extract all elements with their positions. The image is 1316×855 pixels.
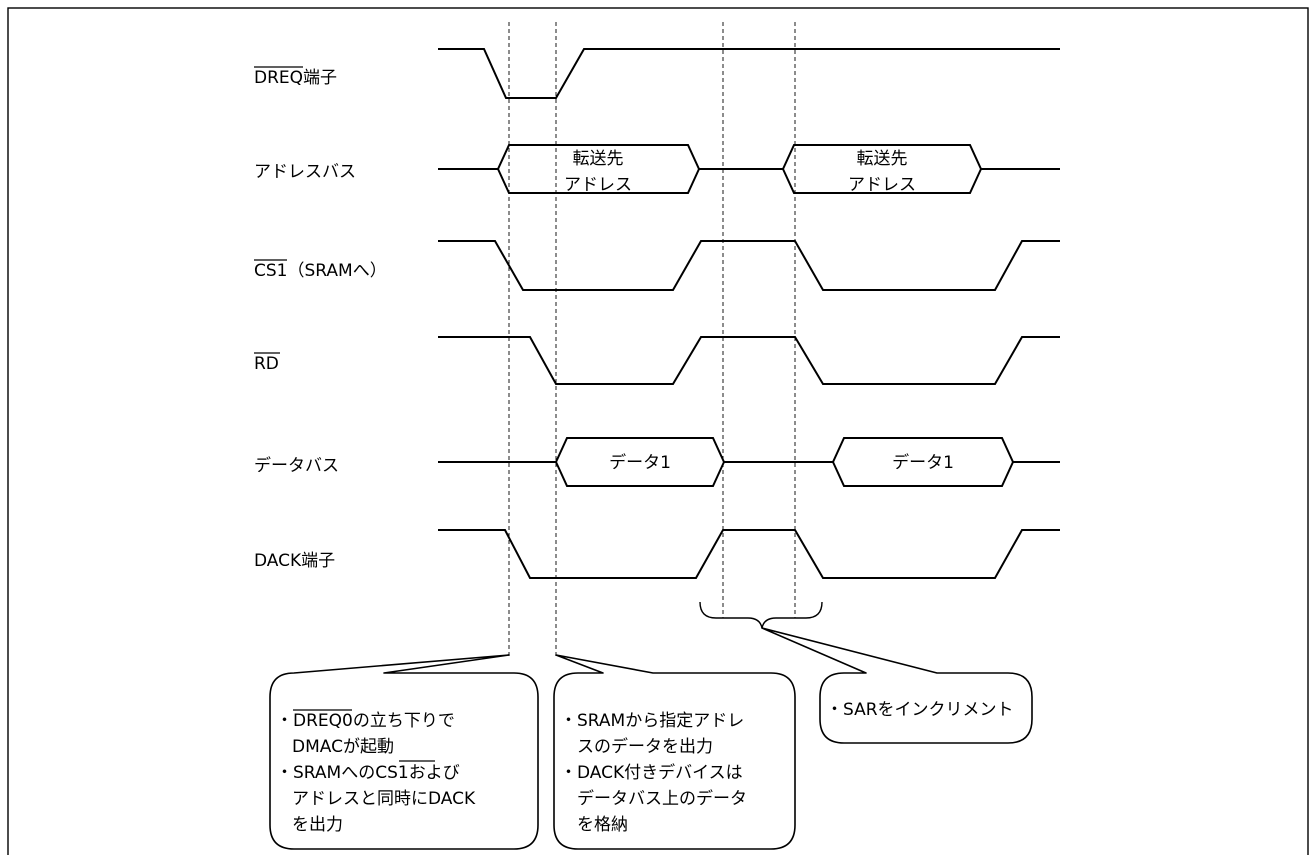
signal-row-cs1: CS1（SRAMへ） bbox=[254, 240, 1060, 291]
callout-sar-increment-shape bbox=[761, 627, 1033, 744]
callout-dmac-start-line3: ・SRAMへのCS1および bbox=[276, 763, 460, 783]
cs1-signal-name: CS1 bbox=[254, 261, 287, 281]
dreq-signal-name: DREQ bbox=[254, 68, 303, 88]
signal-label-data-bus: データバス bbox=[254, 455, 339, 476]
dack-waveform bbox=[438, 529, 1060, 579]
diagram-frame bbox=[7, 7, 1309, 855]
signal-label-dreq: DREQ端子 bbox=[254, 68, 337, 88]
signal-label-rd: RD bbox=[254, 354, 279, 374]
dreq-waveform bbox=[438, 48, 1060, 99]
callout-dmac-start-dreq0: DREQ0 bbox=[293, 711, 353, 731]
address-value-1-line1: 転送先 bbox=[573, 149, 624, 169]
callout-dmac-start-line4: アドレスと同時にDACK bbox=[292, 789, 476, 809]
callout-sar-increment: ・SARをインクリメント bbox=[761, 627, 1033, 744]
address-value-2-line1: 転送先 bbox=[857, 149, 908, 169]
signal-row-data-bus: データバス データ1 データ1 bbox=[254, 437, 1060, 487]
callout-sar-increment-line1: ・SARをインクリメント bbox=[826, 700, 1014, 720]
signal-label-dack: DACK端子 bbox=[254, 551, 335, 571]
callout-dmac-start-line2: DMACが起動 bbox=[292, 737, 394, 757]
callout-dmac-start-shape bbox=[269, 654, 539, 850]
callout-dmac-start-line1: ・DREQ0の立ち下りで bbox=[276, 711, 455, 731]
data-bus-waveform bbox=[438, 437, 1060, 487]
cs1-signal-suffix: （SRAMへ） bbox=[287, 261, 386, 281]
address-value-1-line2: アドレス bbox=[564, 175, 632, 195]
callout-data-read-line4: データバス上のデータ bbox=[577, 788, 747, 809]
signal-row-dack: DACK端子 bbox=[254, 529, 1060, 579]
signal-label-address-bus: アドレスバス bbox=[254, 162, 356, 182]
callout-dmac-start-line3-pre: ・SRAMへの bbox=[276, 763, 375, 783]
callout-dmac-start-line5: を出力 bbox=[292, 815, 343, 835]
cs1-waveform bbox=[438, 240, 1060, 291]
callout-dmac-start-line3-post: および bbox=[409, 763, 460, 783]
signal-row-address-bus: アドレスバス 転送先 アドレス 転送先 アドレス bbox=[254, 144, 1060, 195]
increment-interval-brace bbox=[699, 601, 823, 629]
callout-dmac-start-cs1: CS1 bbox=[375, 763, 408, 783]
timing-guides bbox=[508, 22, 796, 658]
callout-data-read-line2: スのデータを出力 bbox=[577, 736, 713, 757]
data-value-1: データ1 bbox=[609, 452, 671, 473]
callout-data-read-line1: ・SRAMから指定アドレ bbox=[560, 711, 744, 731]
data-value-2: データ1 bbox=[892, 452, 954, 473]
callout-data-read-line5: を格納 bbox=[577, 815, 628, 835]
dreq-signal-suffix: 端子 bbox=[303, 68, 337, 88]
callout-data-read-shape bbox=[553, 654, 796, 850]
callout-dmac-start-bullet: ・ bbox=[276, 711, 293, 731]
address-value-2-line2: アドレス bbox=[848, 175, 916, 195]
signal-row-rd: RD bbox=[254, 336, 1060, 385]
signal-label-cs1: CS1（SRAMへ） bbox=[254, 261, 387, 281]
callout-data-read: ・SRAMから指定アドレ スのデータを出力 ・DACK付きデバイスは データバス… bbox=[553, 654, 796, 850]
callout-dmac-start: ・DREQ0の立ち下りで DMACが起動 ・SRAMへのCS1および アドレスと… bbox=[269, 654, 539, 850]
address-bus-waveform bbox=[438, 144, 1060, 194]
callout-dmac-start-line1-rest: の立ち下りで bbox=[353, 711, 455, 731]
rd-waveform bbox=[438, 336, 1060, 385]
callout-data-read-line3: ・DACK付きデバイスは bbox=[560, 762, 743, 783]
signal-row-dreq: DREQ端子 bbox=[254, 48, 1060, 99]
